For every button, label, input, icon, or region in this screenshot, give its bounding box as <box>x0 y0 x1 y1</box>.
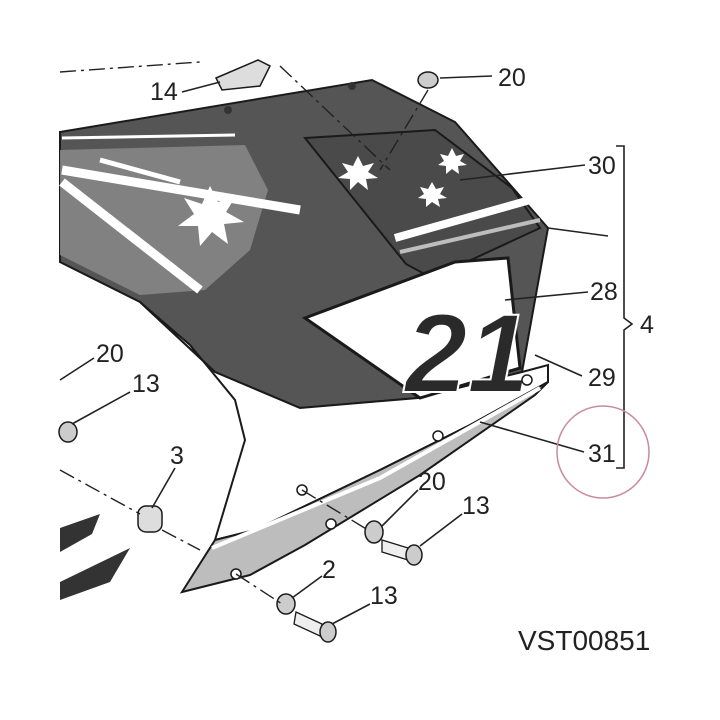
callout-29: 29 <box>588 364 616 392</box>
bushing-part <box>137 505 163 533</box>
flag-star-large <box>178 186 244 246</box>
drawing-code: VST00851 <box>518 625 650 656</box>
callout-13-right: 13 <box>462 492 490 520</box>
callout-13-bottom: 13 <box>370 582 398 610</box>
screw-part <box>58 421 78 443</box>
group-bracket <box>616 145 634 469</box>
windscreen-stripe <box>399 218 541 254</box>
fairing-panel: 21 <box>59 78 550 594</box>
number-decal-text: 21 <box>403 291 530 416</box>
screw-part <box>381 539 409 561</box>
callout-20-top: 20 <box>498 64 526 92</box>
callout-30: 30 <box>588 152 616 180</box>
callout-20-right: 20 <box>418 468 446 496</box>
washer-part <box>364 520 384 544</box>
screw-head <box>319 621 337 643</box>
assembly-lines <box>59 61 429 605</box>
clip-part <box>214 59 272 91</box>
callout-20-left: 20 <box>96 340 124 368</box>
adjacent-part-fragment <box>60 548 130 600</box>
mount-hole <box>521 374 533 386</box>
flag-stripe <box>61 165 301 215</box>
callout-31: 31 <box>588 440 616 468</box>
decal-star <box>418 182 447 207</box>
decal-star <box>438 148 467 174</box>
callout-3: 3 <box>170 442 184 470</box>
flag-stripe <box>59 178 203 294</box>
callout-14: 14 <box>150 78 178 106</box>
callout-labels: 14 20 30 28 4 29 31 20 13 3 20 13 2 13 <box>96 64 654 610</box>
fairing-band-stripe <box>211 386 541 550</box>
flag-stripe <box>99 157 181 185</box>
windscreen-stripe <box>393 196 532 242</box>
callout-28: 28 <box>590 278 618 306</box>
flag-stripe <box>61 133 236 140</box>
decal-star <box>338 156 378 190</box>
mount-hole <box>224 106 232 114</box>
screw-head <box>405 544 423 566</box>
callout-2: 2 <box>322 556 336 584</box>
adjacent-part-fragment <box>60 514 100 552</box>
hardware <box>58 59 439 643</box>
highlight-circle <box>556 405 650 499</box>
leader-lines <box>59 75 609 625</box>
mount-hole <box>348 82 356 90</box>
callout-13-left: 13 <box>132 370 160 398</box>
screw-part <box>293 611 323 637</box>
washer-part <box>276 593 296 615</box>
washer-part <box>417 71 439 89</box>
mount-hole <box>432 430 444 442</box>
number-decal-plate <box>301 256 522 400</box>
mount-hole <box>325 518 337 530</box>
callout-4: 4 <box>640 311 654 339</box>
